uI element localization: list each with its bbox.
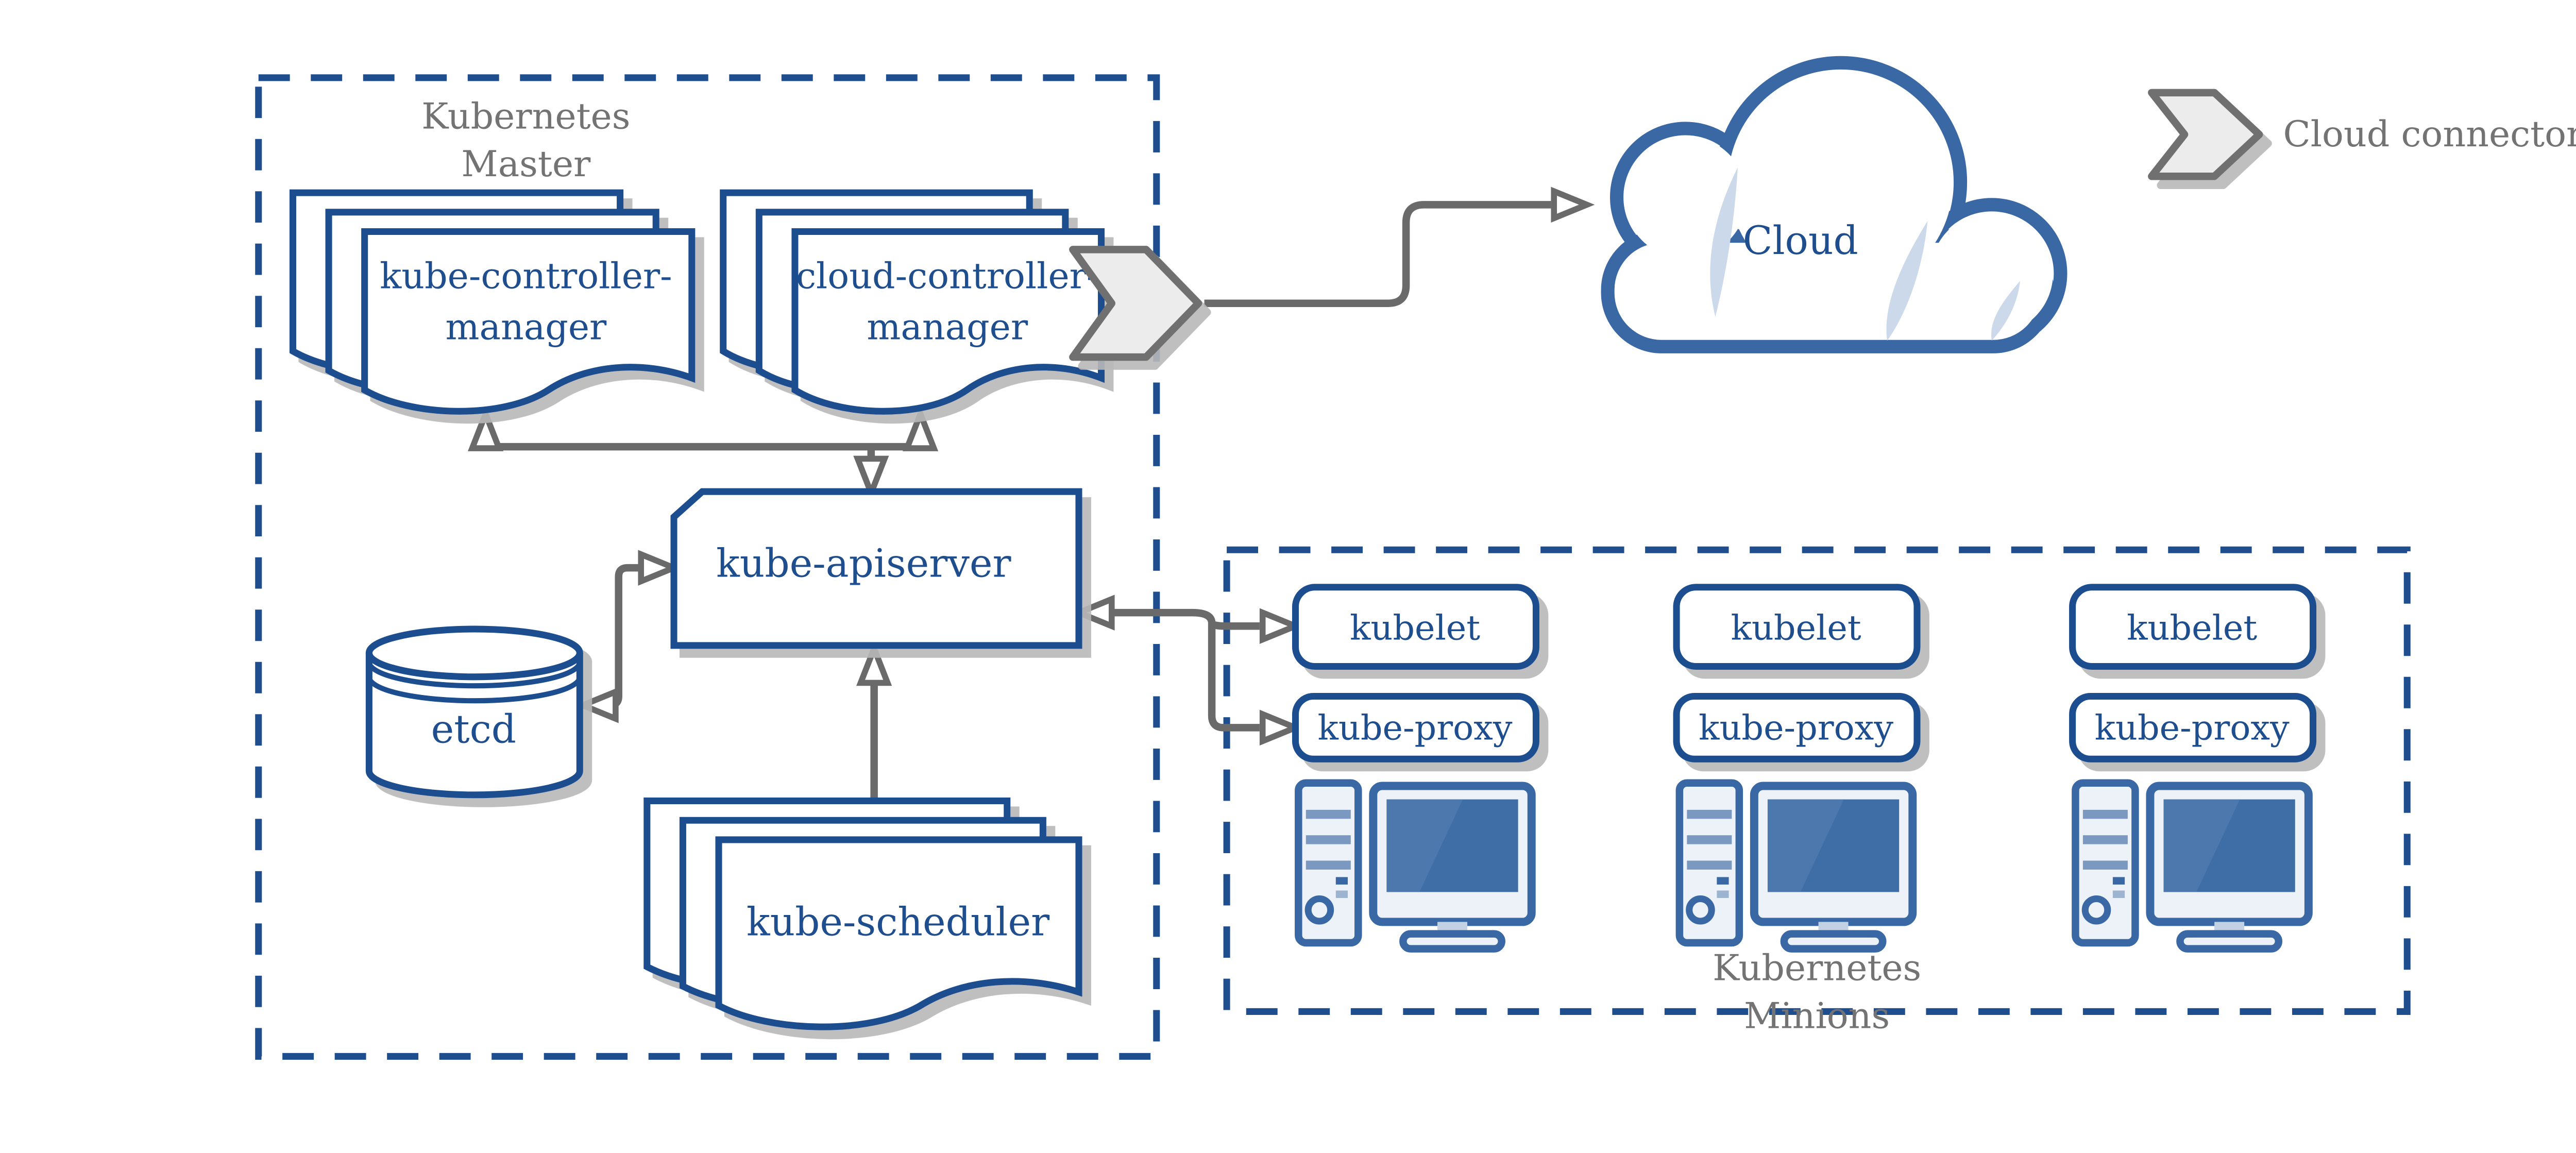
kubelet-label: kubelet (2127, 607, 2257, 648)
kube-proxy-box (1673, 692, 1921, 762)
doc-card-front (791, 228, 1105, 415)
minions-title: Kubernetes Minions (1713, 947, 1921, 1037)
computer-power-button (2081, 895, 2111, 925)
cloud-controller-manager-label-line1: cloud-controller- (796, 256, 1098, 297)
computer-power-button (1686, 895, 1715, 925)
arrowhead-down-apiserver (853, 455, 889, 501)
master-title-line2: Master (461, 143, 591, 185)
kubelet-label: kubelet (1731, 607, 1861, 648)
arrowhead-right-cloud (1551, 186, 1595, 223)
etcd-disk-line (366, 676, 583, 704)
arrowhead-up-kube-controller-manager (467, 405, 504, 451)
minions-boundary (1223, 546, 2411, 1015)
apiserver-nodes-line (1111, 608, 1260, 732)
arrowhead-up-cloud-controller-manager (902, 405, 939, 451)
minion-node: kubelet kube-proxy (2069, 584, 2317, 953)
computer-icon (2072, 779, 2313, 953)
apiserver-box (670, 488, 1082, 649)
arrowhead-left-apiserver-right (1071, 595, 1115, 631)
connector-cloud-line (1204, 201, 1551, 307)
kube-apiserver-label: kube-apiserver (716, 540, 1011, 586)
kubelet-label: kubelet (1350, 607, 1480, 648)
arrowhead-right-kubelet (1259, 608, 1303, 644)
minion-nodes: kubelet kube-proxy kubelet (1292, 584, 2317, 953)
arrowhead-right-apiserver-left (638, 550, 682, 586)
computer-icon (1675, 779, 1917, 953)
kubelet-box (1292, 584, 1539, 670)
kube-scheduler: kube-scheduler (643, 797, 1082, 1030)
master-title-line1: Kubernetes (421, 95, 630, 137)
cloud-controller-manager: cloud-controller- manager (720, 189, 1105, 415)
cloud-connector-icon (1069, 246, 1202, 361)
computer-monitor-base (1780, 930, 1887, 953)
controllers-bus-line (472, 443, 921, 461)
master-boundary (255, 74, 1160, 1060)
kube-scheduler-label: kube-scheduler (747, 900, 1050, 945)
doc-card-front (361, 228, 696, 415)
kube-apiserver: kube-apiserver (670, 488, 1082, 649)
kube-proxy-label: kube-proxy (1699, 708, 1893, 748)
doc-card-front (715, 836, 1082, 1030)
etcd-label: etcd (431, 706, 516, 752)
computer-power-button (1304, 895, 1334, 925)
cloud-label: Cloud (1743, 218, 1858, 263)
minion-node: kubelet kube-proxy (1292, 584, 1539, 953)
arrowhead-up-apiserver-bottom (856, 640, 892, 686)
computer-monitor-base (2176, 930, 2283, 953)
master-title: Kubernetes Master (421, 95, 630, 185)
kube-proxy-box (1292, 692, 1539, 762)
kube-proxy-label: kube-proxy (2095, 708, 2290, 748)
kube-proxy-label: kube-proxy (1317, 708, 1512, 748)
minions-title-line2: Minions (1744, 995, 1890, 1037)
cloud-controller-manager-label-line2: manager (867, 306, 1028, 348)
kube-controller-manager-label-line2: manager (445, 306, 607, 348)
etcd-cylinder-top (365, 625, 583, 681)
computer-monitor-base (1399, 930, 1505, 953)
kubelet-box (2069, 584, 2317, 670)
cloud-connector-legend-label: Cloud connector (2283, 113, 2576, 155)
arrowhead-left-etcd (574, 687, 619, 723)
etcd-disk-line (366, 662, 583, 689)
computer-icon (1295, 779, 1536, 953)
kube-controller-manager-label-line1: kube-controller- (380, 256, 672, 297)
minion-node: kubelet kube-proxy (1673, 584, 1921, 953)
etcd-apiserver-line (609, 564, 643, 709)
cloud-connector-legend-icon (2148, 89, 2263, 180)
cloud-highlights (1710, 167, 2021, 341)
kubelet-box (1673, 584, 1921, 670)
kubernetes-architecture-diagram: Kubernetes Master kube-controller- manag… (255, 56, 2576, 1060)
arrowhead-right-kube-proxy (1259, 709, 1303, 746)
kube-proxy-box (2069, 692, 2317, 762)
kube-controller-manager: kube-controller- manager (289, 189, 696, 415)
legend: Cloud connector (2148, 89, 2576, 180)
etcd-cylinder-body (365, 653, 583, 799)
etcd (365, 625, 583, 799)
minions-title-line1: Kubernetes (1713, 947, 1921, 989)
cloud: Cloud (1601, 56, 2067, 353)
